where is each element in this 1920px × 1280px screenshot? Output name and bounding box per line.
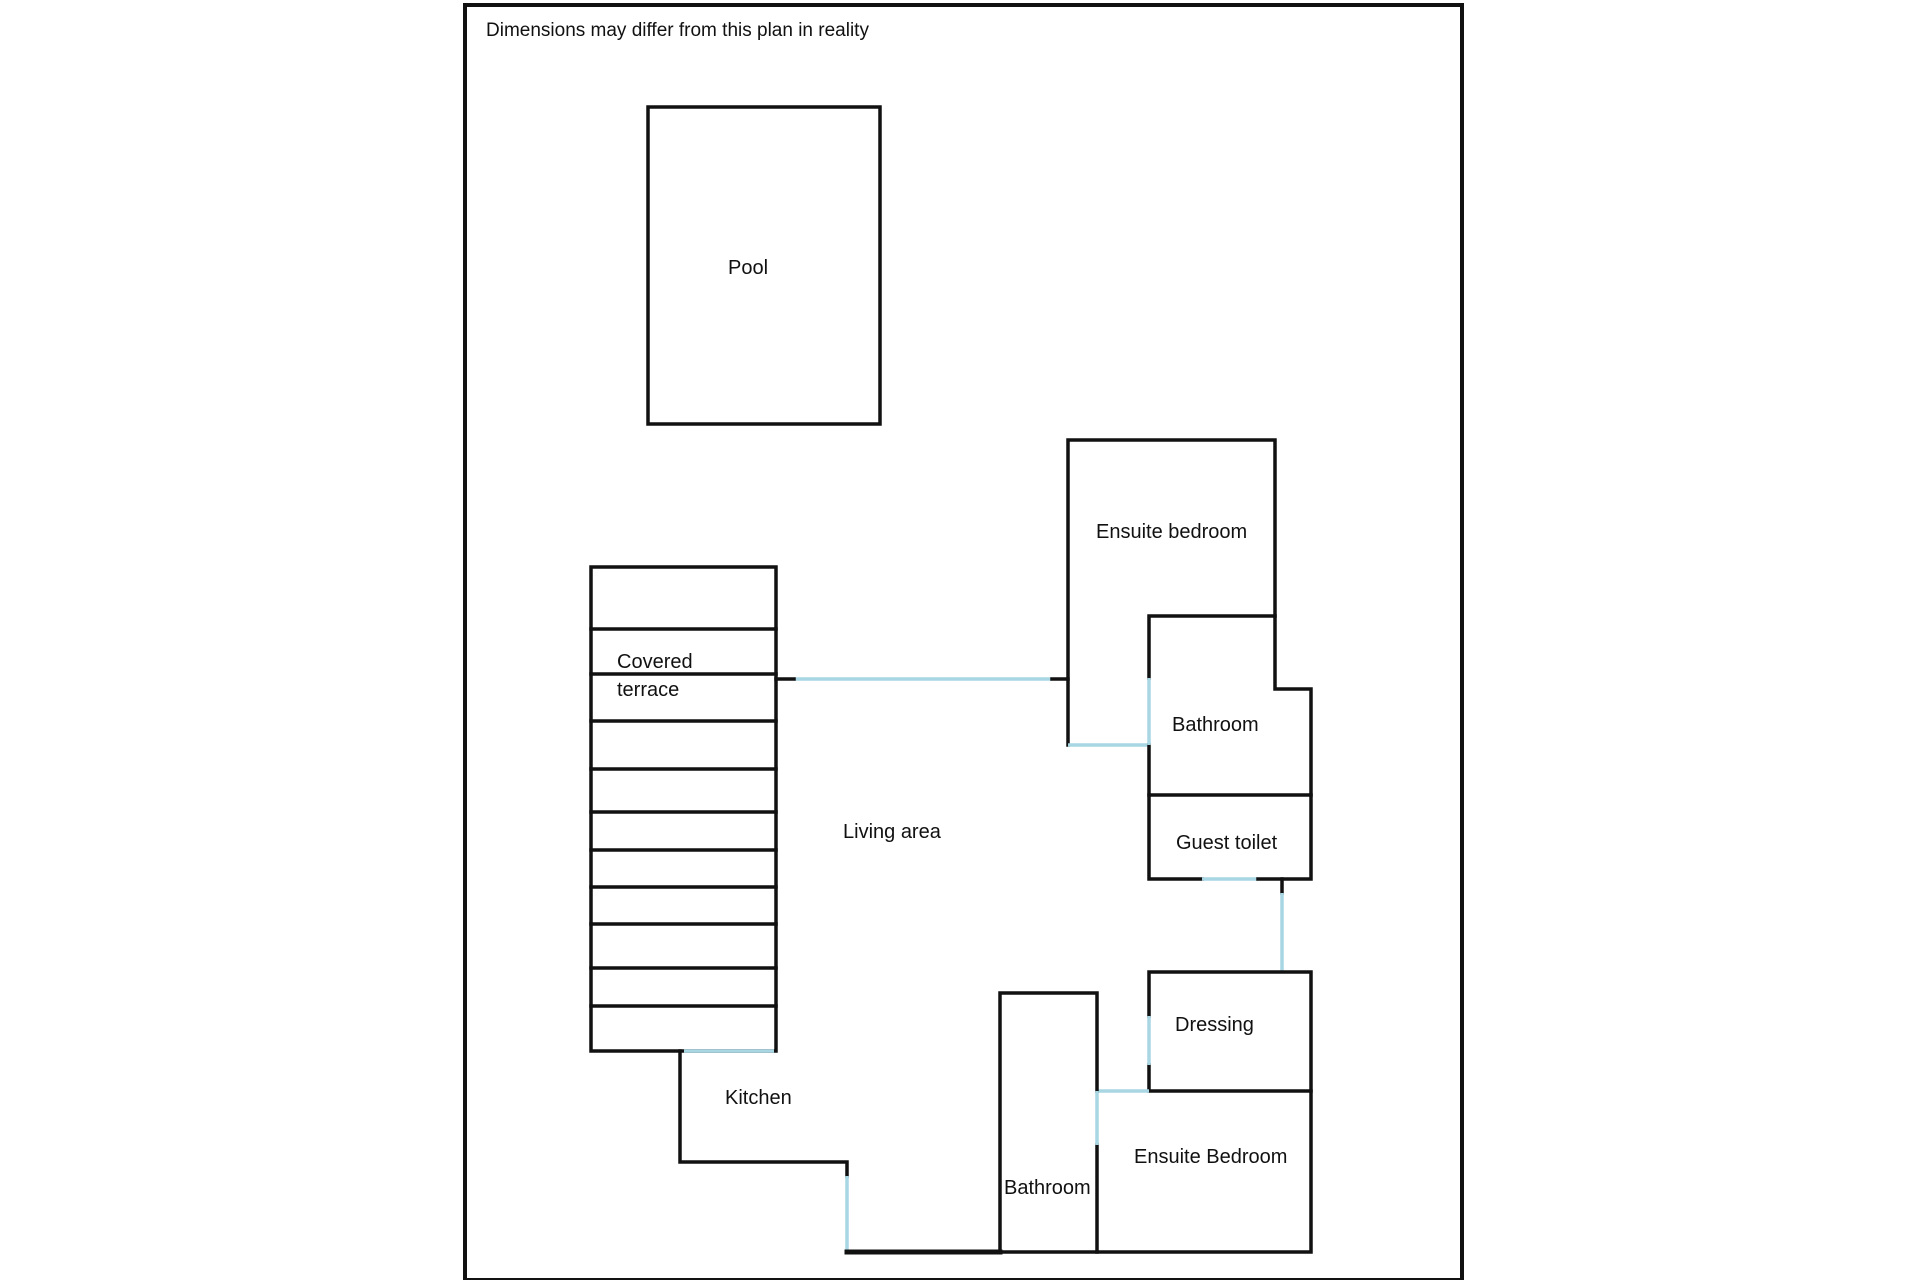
covered-terrace [589, 565, 778, 1053]
ensuite-bedroom-top-walls [1066, 438, 1277, 747]
pool-label: Pool [728, 257, 768, 279]
dressing-walls [1147, 970, 1313, 1093]
bathroom-bottom-label: Bathroom [1004, 1177, 1091, 1199]
ensuite-bedroom-bottom-label: Ensuite Bedroom [1134, 1146, 1287, 1168]
covered-terrace-label-line2: terrace [617, 679, 679, 701]
bathroom-right-label: Bathroom [1172, 714, 1259, 736]
bathroom-bottom-walls [998, 991, 1099, 1254]
kitchen-walls [678, 1049, 849, 1178]
ensuite-bedroom-bottom-walls [1095, 1089, 1313, 1254]
bathroom-right-walls [1147, 614, 1313, 797]
living-area-label: Living area [843, 821, 942, 843]
dressing-label: Dressing [1175, 1014, 1254, 1036]
covered-terrace-label-line1: Covered [617, 651, 693, 673]
kitchen-label: Kitchen [725, 1087, 792, 1109]
plan-frame [463, 3, 1464, 1280]
guest-toilet-walls [1147, 793, 1204, 881]
ensuite-bedroom-top-label: Ensuite bedroom [1096, 521, 1247, 543]
disclaimer-note: Dimensions may differ from this plan in … [486, 20, 869, 41]
guest-toilet-walls-2 [1256, 793, 1313, 881]
pool [646, 105, 882, 426]
guest-toilet-label: Guest toilet [1176, 832, 1278, 854]
